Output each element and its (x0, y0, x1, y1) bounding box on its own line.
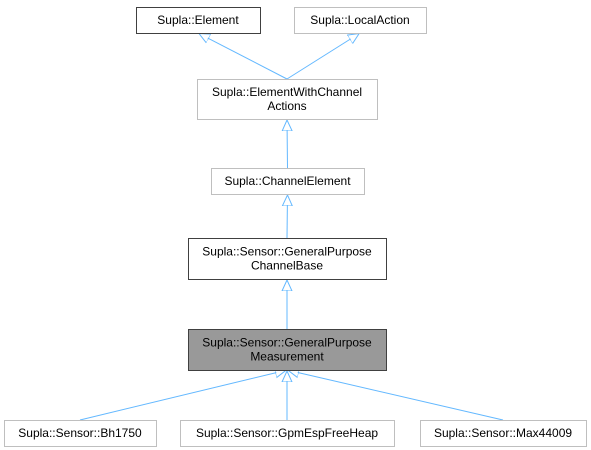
class-node-label: Supla::Sensor::GpmEspFreeHeap (196, 426, 378, 440)
class-node-local-action[interactable]: Supla::LocalAction (294, 7, 427, 34)
inheritance-arrow (79, 373, 276, 421)
class-node-box (211, 168, 365, 195)
edges (79, 38, 504, 421)
class-node-box (188, 238, 387, 280)
class-node-label: Measurement (250, 350, 324, 364)
class-node-box (4, 420, 157, 447)
class-node-channel-element[interactable]: Supla::ChannelElement (211, 168, 365, 195)
inheritance-arrow (286, 39, 351, 80)
class-node-box (188, 329, 387, 371)
class-node-label: Supla::Element (157, 13, 239, 27)
class-node-label: Supla::Sensor::Max44009 (434, 426, 572, 440)
class-node-label: Supla::Sensor::GeneralPurpose (202, 336, 372, 350)
class-node-element[interactable]: Supla::Element (136, 7, 261, 34)
class-node-label: Supla::Sensor::Bh1750 (18, 426, 142, 440)
class-node-label: ChannelBase (251, 259, 323, 273)
class-node-label: Supla::Sensor::GeneralPurpose (202, 245, 372, 259)
class-node-label: Supla::ChannelElement (224, 174, 351, 188)
class-node-label: Actions (267, 99, 306, 113)
class-node-bh1750[interactable]: Supla::Sensor::Bh1750 (4, 420, 157, 447)
inheritance-arrow (208, 38, 288, 80)
class-node-box (180, 420, 395, 447)
class-node-gpm-esp-free-heap[interactable]: Supla::Sensor::GpmEspFreeHeap (180, 420, 395, 447)
class-node-box (197, 79, 378, 120)
class-node-box (294, 7, 427, 34)
class-node-box (136, 7, 261, 34)
inheritance-arrow (298, 372, 504, 421)
class-node-label: Supla::LocalAction (310, 13, 409, 27)
class-node-max44009[interactable]: Supla::Sensor::Max44009 (420, 420, 587, 447)
class-node-box (420, 420, 587, 447)
nodes: Supla::Element Supla::LocalActionSupla::E… (4, 7, 587, 447)
class-node-label: Supla::ElementWithChannel (212, 85, 362, 99)
